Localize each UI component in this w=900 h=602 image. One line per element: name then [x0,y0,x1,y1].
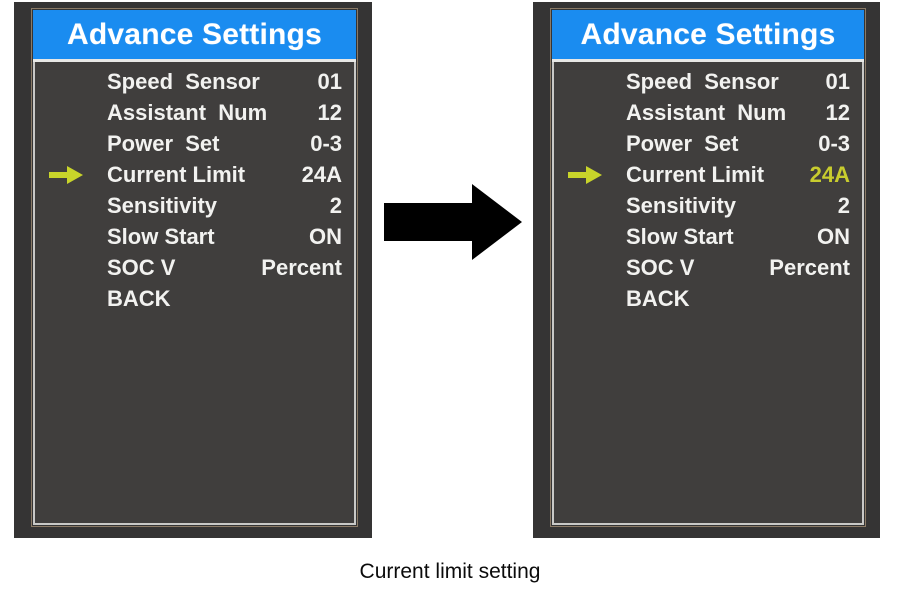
setting-value[interactable]: 2 [837,192,850,218]
setting-value[interactable]: Percent [769,254,850,280]
setting-label: SOC V [107,254,176,280]
screen-titlebar-before: Advance Settings [33,10,356,62]
setting-label: Sensitivity [626,192,737,218]
setting-value[interactable]: 12 [825,99,850,125]
setting-label: Speed Sensor [626,68,779,94]
settings-row[interactable]: Current Limit 24A [33,159,356,190]
setting-label: Slow Start [626,223,734,249]
settings-row[interactable]: BACK [33,283,356,314]
screen-title-after: Advance Settings [580,17,836,51]
setting-value[interactable]: ON [817,223,850,249]
setting-value[interactable]: 01 [317,68,342,94]
settings-row[interactable]: Power Set 0-3 [33,128,356,159]
settings-row[interactable]: Power Set 0-3 [552,128,864,159]
screen-area-after [552,10,864,525]
settings-row[interactable]: Slow Start ON [33,221,356,252]
setting-value[interactable]: 24A [809,161,850,187]
setting-label: Power Set [626,130,739,156]
figure-caption: Current limit setting [359,560,541,583]
settings-row[interactable]: BACK [552,283,864,314]
setting-label: Slow Start [107,223,215,249]
setting-label: Power Set [107,130,220,156]
selection-arrow-icon [49,165,83,184]
setting-value[interactable]: 0-3 [818,130,850,156]
setting-label: BACK [626,285,690,311]
settings-row[interactable]: Sensitivity 2 [33,190,356,221]
settings-row[interactable]: Assistant Num 12 [552,97,864,128]
setting-value[interactable]: 12 [317,99,342,125]
setting-label: BACK [107,285,171,311]
screen-titlebar-after: Advance Settings [552,10,864,62]
settings-row[interactable]: Speed Sensor 01 [33,66,356,97]
setting-label: Sensitivity [107,192,218,218]
setting-label: Assistant Num [626,99,787,125]
setting-value[interactable]: 01 [825,68,850,94]
screen-title-before: Advance Settings [67,17,322,51]
setting-label: Assistant Num [107,99,268,125]
settings-row[interactable]: Slow Start ON [552,221,864,252]
setting-label: Current Limit [107,161,246,187]
settings-row[interactable]: Assistant Num 12 [33,97,356,128]
settings-row[interactable]: Sensitivity 2 [552,190,864,221]
setting-label: SOC V [626,254,695,280]
settings-row[interactable]: SOC V Percent [552,252,864,283]
setting-value[interactable]: 2 [329,192,342,218]
setting-label: Speed Sensor [107,68,260,94]
setting-value[interactable]: 24A [301,161,342,187]
screen-area-before [33,10,356,525]
settings-row[interactable]: Speed Sensor 01 [552,66,864,97]
transition-arrow [384,184,522,260]
setting-label: Current Limit [626,161,765,187]
selection-arrow-icon [568,165,602,184]
setting-value[interactable]: Percent [261,254,342,280]
settings-row[interactable]: SOC V Percent [33,252,356,283]
setting-value[interactable]: ON [309,223,342,249]
settings-row[interactable]: Current Limit 24A [552,159,864,190]
setting-value[interactable]: 0-3 [310,130,342,156]
